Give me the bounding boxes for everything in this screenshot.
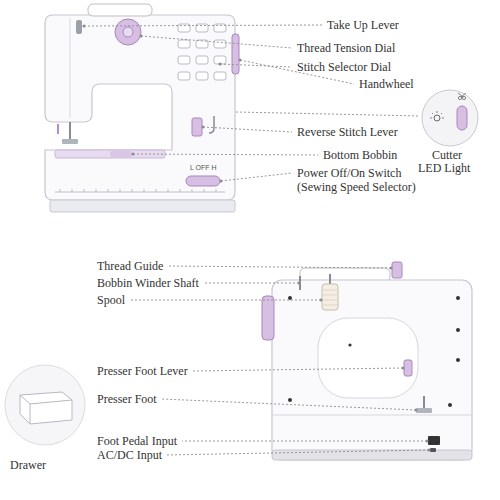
leader-dot [83, 25, 86, 28]
bed-plate [55, 150, 165, 158]
part-label: Bottom Bobbin [323, 148, 397, 162]
led-rays [430, 111, 444, 118]
thread-lines [323, 290, 337, 305]
presser-foot [62, 139, 78, 144]
needle [69, 122, 71, 140]
leader-dot [390, 267, 393, 270]
leader-line [221, 173, 292, 181]
inset-circle [5, 365, 85, 445]
scissors-icon [458, 93, 466, 100]
handle [88, 4, 152, 16]
presser-lever [57, 124, 59, 134]
part-label: Foot Pedal Input [97, 434, 177, 448]
leader-line [84, 25, 322, 26]
leader-line [167, 450, 429, 455]
reverse-lever [192, 118, 202, 136]
part-label: Thread Tension Dial [297, 41, 395, 55]
hook [209, 116, 214, 133]
handwheel [262, 296, 274, 340]
screws [288, 296, 460, 407]
side-view [262, 262, 472, 460]
drawer-edges [20, 395, 72, 424]
spool-pin [329, 274, 331, 284]
needle [423, 396, 425, 410]
power-switch [186, 176, 220, 186]
part-label: Thread Guide [97, 259, 163, 273]
leader-dot [239, 59, 242, 62]
leader-line [182, 441, 427, 442]
ruler [55, 189, 225, 192]
leader-dot [428, 449, 431, 452]
leader-dot [320, 299, 323, 302]
leader-line [220, 64, 292, 67]
leader-dot [219, 63, 222, 66]
part-label: LED Light [418, 161, 470, 175]
drawer-inset [5, 365, 85, 445]
leader-line [203, 127, 292, 132]
presser-foot [416, 408, 432, 413]
cutter-inset [422, 90, 478, 146]
handwheel [232, 34, 239, 74]
base-line [272, 415, 472, 416]
inset-leader [236, 112, 420, 116]
machine-body [272, 280, 472, 460]
tension-dial [115, 19, 141, 45]
led-icon [434, 115, 440, 121]
take-up-lever [76, 20, 82, 34]
leader-line [168, 266, 391, 268]
part-label: Take Up Lever [327, 18, 399, 32]
spool [322, 284, 338, 310]
part-label: Drawer [10, 458, 46, 472]
dc-port [430, 448, 436, 452]
seam [70, 18, 71, 118]
leader-dot [220, 180, 223, 183]
stitch-buttons [178, 24, 226, 80]
bobbin-cover [110, 151, 132, 157]
part-label: Handwheel [359, 77, 414, 91]
cutter-lever [457, 106, 467, 130]
leader-dot [426, 440, 429, 443]
part-label: Cutter [432, 148, 462, 162]
dial-center [123, 27, 133, 37]
thread-guide [392, 262, 402, 278]
part-label: Bobbin Winder Shaft [97, 276, 199, 290]
inset-circle [422, 90, 478, 146]
switch-marking: L OFF H [190, 164, 217, 172]
pedal-port [428, 436, 440, 445]
leader-dot [140, 35, 143, 38]
leader-dot [415, 409, 418, 412]
part-label: AC/DC Input [97, 448, 162, 462]
part-label: Stitch Selector Dial [297, 60, 391, 74]
leader-line [193, 368, 403, 371]
leader-dot [402, 367, 405, 370]
drawer [20, 392, 72, 424]
leader-line [162, 399, 416, 410]
part-label: Reverse Stitch Lever [297, 125, 398, 139]
leader-line [204, 283, 299, 284]
presser-lever [404, 360, 412, 376]
leader-line [133, 154, 318, 155]
machine-body [45, 15, 235, 200]
leader-dot [202, 126, 205, 129]
part-label: Presser Foot Lever [97, 364, 188, 378]
leader-line [141, 36, 292, 48]
leader-line [130, 300, 321, 301]
part-label: Spool [97, 293, 125, 307]
arm-opening [318, 318, 418, 398]
leader-dot [132, 153, 135, 156]
base-drawer [50, 200, 235, 212]
part-label: Presser Foot [97, 392, 157, 406]
leader-dot [298, 282, 301, 285]
part-label: Power Off/On Switch (Sewing Speed Select… [297, 166, 427, 194]
